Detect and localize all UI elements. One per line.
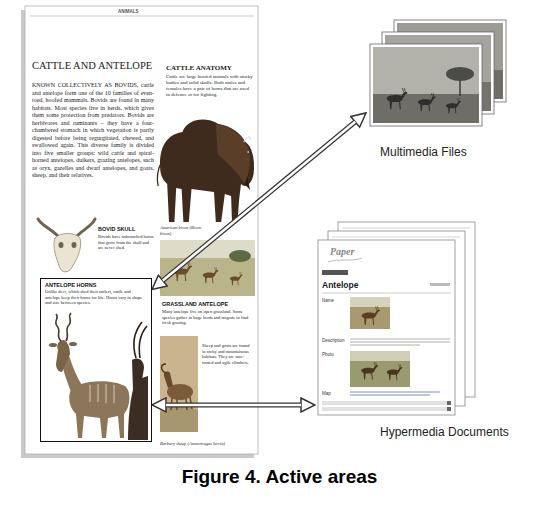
kudu-horn: [66, 313, 71, 341]
document-stack: [318, 222, 475, 415]
name-photo-sky: [350, 297, 390, 307]
photo-tree: [446, 67, 474, 81]
document-line: [342, 228, 470, 229]
table-mark: [447, 401, 451, 405]
table-mark: [447, 407, 451, 411]
bison-drawing: [157, 120, 254, 222]
menu-bar: [322, 270, 348, 275]
multimedia-stack: Multimedia Files: [366, 18, 510, 164]
field-label: Map: [322, 391, 331, 396]
arrow-fill: [166, 404, 301, 407]
antelope-horn: [139, 326, 147, 358]
map-links: [350, 392, 440, 395]
gazelle: [387, 364, 403, 380]
arrow-fill: [163, 122, 355, 281]
figure-caption: American bison (Bison bison): [160, 225, 210, 236]
photo-tree: [229, 250, 251, 262]
skull-horn: [77, 219, 95, 236]
body-text: Sheep and goats are found in rocky and m…: [202, 343, 254, 365]
photo-sky: [350, 351, 410, 361]
kudu-ear: [49, 343, 57, 347]
heading-meta: [430, 283, 450, 286]
gazelle: [387, 88, 408, 109]
kudu-drawing: [49, 313, 148, 440]
site-logo: Paper: [330, 246, 354, 258]
section-heading: CATTLE ANATOMY: [166, 64, 232, 72]
antelope-head: [132, 358, 144, 395]
photo-image: [350, 351, 410, 387]
figure-caption: Figure 4. Active areas: [0, 466, 559, 489]
kudu-head: [56, 340, 70, 372]
bison-horn: [244, 137, 251, 142]
document-line: [332, 237, 460, 238]
body-text: Many antelope live on open grassland. So…: [162, 309, 252, 326]
kudu-stripes: [90, 384, 114, 403]
heading-rule: [322, 293, 451, 294]
body-text: Unlike deer, which shed their antlers, c…: [45, 289, 145, 306]
field-label: Name: [322, 298, 334, 303]
section-heading: BOVID SKULL: [98, 226, 135, 233]
skull-eye-socket: [59, 242, 64, 248]
arrow-outline: [160, 402, 307, 407]
page-heading: Antelope: [322, 280, 358, 290]
photo-frame: [370, 44, 482, 126]
kudu-ear: [69, 342, 77, 346]
page-title: CATTLE AND ANTELOPE: [32, 60, 152, 73]
intro-text: KNOWN COLLECTIVELY AS BOVIDS, cattle and…: [32, 82, 154, 180]
skull-drawing: [38, 219, 95, 272]
section-heading: GRASSLAND ANTELOPE: [162, 301, 228, 308]
running-head: ANIMALS: [118, 9, 139, 14]
table-row: [322, 401, 451, 405]
logo-swoosh: [328, 258, 362, 262]
section-heading: ANTELOPE HORNS: [45, 282, 96, 289]
gazelle: [361, 362, 378, 379]
figure-caption: Barbary sheep (Ammotragus lervia): [160, 441, 252, 447]
barbary-sheep-photo: [160, 336, 198, 432]
double-arrow: [160, 404, 307, 405]
description-lines: [350, 339, 450, 345]
skull-eye-socket: [72, 242, 77, 248]
skull-bone: [54, 234, 81, 272]
header-rule: [30, 16, 254, 17]
table-row: [322, 407, 451, 411]
bison-beard: [245, 176, 250, 190]
photo-stack: [370, 20, 506, 126]
stack-label: Hypermedia Documents: [380, 425, 509, 439]
bison-mane: [216, 124, 250, 184]
stack-label: Multimedia Files: [380, 145, 467, 159]
bison-body: [160, 120, 254, 222]
gazelle: [230, 272, 243, 285]
gazelle: [418, 93, 436, 111]
body-text: Bovids have unbranched horns that grow f…: [98, 234, 154, 251]
field-label: Photo: [322, 352, 334, 357]
photo-image: [373, 47, 479, 123]
bison-eye: [247, 151, 249, 153]
double-arrow: [158, 118, 360, 284]
document-page: [318, 240, 455, 415]
sheep-head: [164, 372, 173, 388]
field-label: Description: [322, 338, 345, 343]
active-area: ANTELOPE HORNSUnlike deer, which shed th…: [40, 278, 152, 442]
gazelle: [203, 267, 219, 283]
gazelle: [362, 306, 380, 325]
arrow-outline: [158, 118, 360, 284]
gazelle: [446, 98, 461, 113]
kudu-horn: [56, 314, 61, 341]
name-photo: [350, 297, 390, 329]
sheep-horn: [162, 364, 167, 373]
book-page: CATTLE AND ANTELOPE KNOWN COLLECTIVELY AS…: [25, 6, 258, 454]
photo-rock: [160, 336, 198, 432]
skull-horn: [38, 219, 58, 236]
body-text: Cattle are large hoofed animals with sto…: [166, 74, 254, 98]
